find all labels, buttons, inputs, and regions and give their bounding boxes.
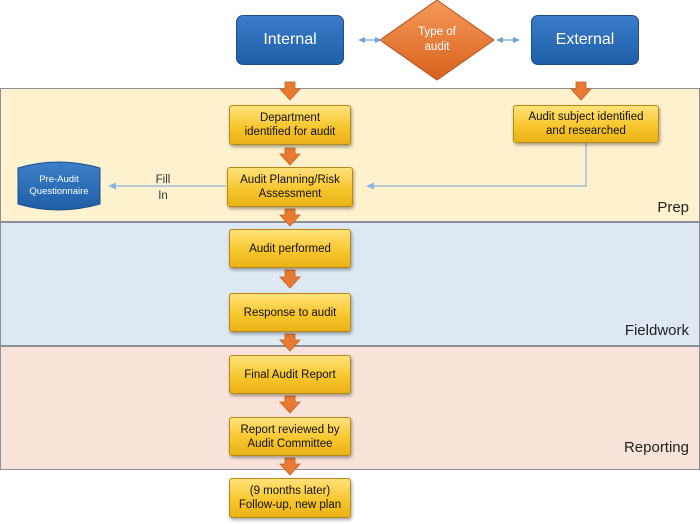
flow-arrow-internal-down — [279, 81, 301, 101]
flow-arrow-dept-to-planning — [279, 147, 301, 166]
step-response-label: Response to audit — [243, 306, 337, 319]
fill-in-connector — [108, 182, 226, 190]
step-follow-up: (9 months later) Follow-up, new plan — [229, 478, 351, 518]
flow-arrow-response-to-final — [279, 333, 301, 352]
flow-arrow-performed-to-response — [279, 269, 301, 289]
step-audit-performed: Audit performed — [229, 229, 351, 268]
prep-phase-label: Prep — [657, 199, 689, 216]
step-planning-label: Audit Planning/Risk Assessment — [240, 174, 340, 200]
external-branch-label: External — [555, 31, 615, 48]
step-report-reviewed: Report reviewed by Audit Committee — [229, 417, 351, 456]
reporting-phase-label: Reporting — [623, 439, 689, 456]
step-reviewed-label: Report reviewed by Audit Committee — [240, 423, 340, 450]
questionnaire-shape — [17, 161, 101, 211]
step-audit-planning: Audit Planning/Risk Assessment — [227, 167, 353, 207]
step-department-label: Department identified for audit — [244, 112, 336, 138]
internal-branch-box: Internal — [236, 15, 344, 65]
internal-connector — [358, 37, 382, 43]
questionnaire-label: Pre-Audit Questionnaire — [29, 174, 89, 197]
flow-arrow-final-to-reviewed — [279, 395, 301, 414]
decision-label: Type of audit — [418, 26, 456, 53]
step-response-to-audit: Response to audit — [229, 293, 351, 332]
flow-arrow-reviewed-to-followup — [279, 457, 301, 476]
fill-in-label: Fill In — [155, 174, 171, 202]
step-final-audit-report: Final Audit Report — [229, 355, 351, 394]
internal-branch-label: Internal — [263, 31, 317, 48]
step-subject-researched: Audit subject identified and researched — [513, 105, 659, 143]
step-subject-label: Audit subject identified and researched — [528, 111, 644, 137]
external-connector — [496, 37, 520, 43]
decision-diamond — [379, 0, 495, 81]
step-performed-label: Audit performed — [249, 242, 331, 255]
step-followup-label: (9 months later) Follow-up, new plan — [238, 485, 342, 511]
step-final-report-label: Final Audit Report — [244, 368, 336, 381]
external-to-planning-connector — [366, 143, 587, 190]
external-branch-box: External — [531, 15, 639, 65]
fieldwork-phase-label: Fieldwork — [624, 322, 689, 339]
step-department-identified: Department identified for audit — [229, 105, 351, 145]
flow-arrow-external-down — [570, 81, 592, 101]
flow-arrow-planning-to-performed — [279, 208, 301, 227]
